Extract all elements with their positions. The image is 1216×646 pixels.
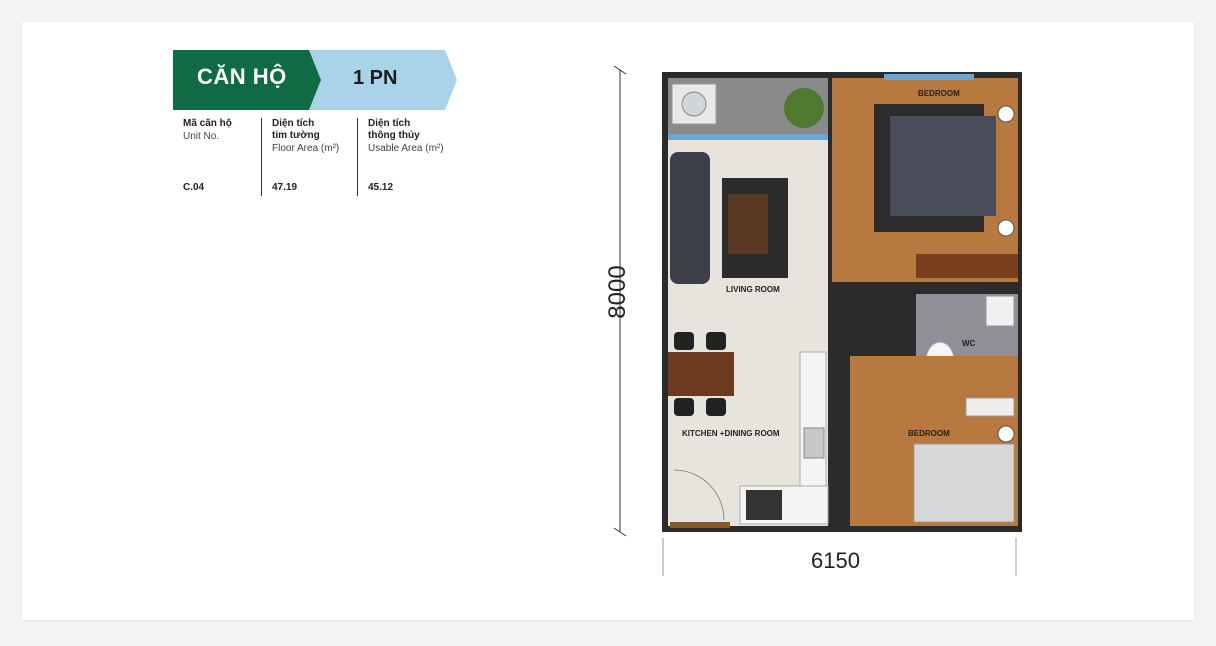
living-room-label: LIVING ROOM: [726, 285, 780, 294]
unit-no-value: C.04: [183, 182, 205, 193]
unit-no-label-vi: Mã căn hộ: [183, 118, 232, 129]
unit-no-column: Mã căn hộ Unit No. C.04: [173, 118, 257, 196]
entry-door-swing: [673, 469, 725, 521]
bed-icon: [890, 116, 996, 216]
dining-table-icon: [668, 352, 734, 396]
sink-icon: [803, 427, 825, 459]
entry-door: [670, 522, 730, 528]
floor-area-label-en: Floor Area (m²): [272, 143, 340, 154]
floor-area-label-vi-1: Diện tích: [272, 118, 315, 129]
bedroom-2-shelf: [965, 397, 1015, 417]
plant-icon: [784, 88, 824, 128]
width-dimension: 6150: [811, 548, 860, 573]
bedroom-count-label: 1 PN: [353, 67, 398, 89]
bedroom-1-label: BEDROOM: [918, 89, 960, 98]
floor-area-value: 47.19: [272, 182, 298, 193]
lamp-icon: [997, 105, 1015, 123]
height-tick-bottom: [613, 527, 627, 537]
floor-plan: LIVING ROOM KITCHEN +DINING ROOM BEDROOM…: [613, 65, 1022, 576]
usable-area-column: Diện tích thông thủy Usable Area (m²) 45…: [357, 118, 468, 196]
kitchen-dining-label: KITCHEN +DINING ROOM: [682, 429, 780, 438]
lamp-icon: [997, 219, 1015, 237]
washbasin-icon: [985, 295, 1015, 327]
unit-type-label: CĂN HỘ: [197, 64, 287, 89]
usable-area-label-vi-1: Diện tích: [368, 118, 411, 129]
kitchen-counter: [799, 351, 827, 487]
stove-icon: [746, 490, 782, 520]
usable-area-label-en: Usable Area (m²): [368, 143, 444, 154]
usable-area-label-vi-2: thông thủy: [368, 130, 420, 141]
wc-label: WC: [962, 339, 976, 348]
usable-area-value: 45.12: [368, 182, 394, 193]
bed-2-icon: [913, 443, 1015, 523]
wardrobe-icon: [916, 254, 1018, 278]
banner-light-arrow: [309, 50, 457, 110]
washer-drum-icon: [681, 91, 707, 117]
floor-area-column: Diện tích tim tường Floor Area (m²) 47.1…: [261, 118, 366, 196]
banner-shapes: [173, 50, 457, 110]
dining-chair-icon: [674, 398, 694, 416]
balcony-window: [668, 134, 828, 140]
dining-chair-icon: [706, 332, 726, 350]
unit-type-banner: CĂN HỘ 1 PN: [173, 50, 457, 110]
bedroom-2-label: BEDROOM: [908, 429, 950, 438]
unit-info-table: Mã căn hộ Unit No. C.04 Diện tích tim tư…: [173, 118, 473, 196]
height-tick-top: [613, 65, 627, 75]
dining-chair-icon: [674, 332, 694, 350]
banner-dark-arrow: [173, 50, 321, 110]
floor-area-label-vi-2: tim tường: [272, 130, 320, 141]
unit-no-label-en: Unit No.: [183, 131, 220, 142]
height-dimension: 8000: [604, 265, 631, 319]
bedroom-1-window: [884, 74, 974, 80]
sofa-icon: [670, 152, 710, 284]
lamp-icon: [997, 425, 1015, 443]
coffee-table-icon: [728, 194, 768, 254]
dining-chair-icon: [706, 398, 726, 416]
